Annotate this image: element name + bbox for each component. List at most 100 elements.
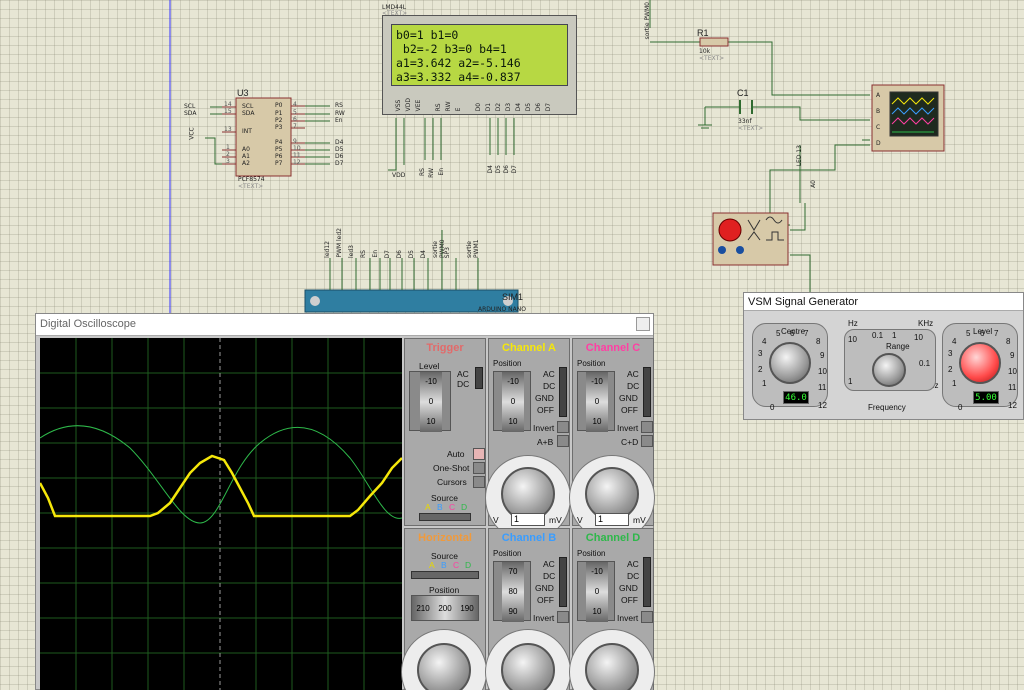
channel-c-value[interactable]: 1 [595, 513, 629, 526]
level-dial: Level 5.00 [942, 323, 1018, 407]
channel-c-panel: Channel C Position -10 0 10 AC DC GND OF… [569, 338, 655, 541]
channel-c-unit-v: V [577, 515, 583, 525]
channel-a-volts-knob[interactable] [501, 467, 555, 521]
u3-pin-p0: P0 [275, 102, 283, 109]
trigger-source-a: A [425, 502, 431, 512]
channel-c-couple-switch[interactable] [643, 367, 651, 417]
range-unit-khz: KHz [918, 319, 934, 328]
oscilloscope-window[interactable]: Digital Oscilloscope Trigger Level -10 0… [35, 313, 655, 690]
channel-b-tick-70: 70 [508, 567, 518, 576]
lcd-pin-d0: D0 [475, 102, 482, 112]
net-led13: LED 13 [796, 145, 803, 167]
lcd-line-2: b2=-2 b3=0 b4=1 [396, 42, 507, 56]
horizontal-position-slider[interactable]: 210 200 190 [411, 595, 479, 621]
close-button[interactable] [636, 317, 650, 331]
centre-knob[interactable] [769, 342, 811, 384]
u3-pin-p3: P3 [275, 124, 283, 131]
centre-scale-7: 7 [804, 329, 809, 338]
oscilloscope-screen[interactable] [40, 338, 402, 690]
net-d5-ard: D5 [408, 249, 415, 258]
channel-b-volts-knob[interactable] [501, 643, 555, 690]
level-scale-7: 7 [994, 329, 999, 338]
level-scale-12: 12 [1008, 401, 1017, 410]
channel-c-position-slider[interactable]: -10 0 10 [577, 371, 615, 432]
trigger-mode-auto: Auto [447, 449, 465, 459]
one-shot-button[interactable] [473, 462, 485, 474]
range-value-0-1-mhz: 0.1 [919, 359, 931, 368]
net-sortie-pwm0-ard: sortie PWM0 [432, 239, 446, 258]
trigger-source-c: C [449, 502, 456, 512]
cursors-button[interactable] [473, 476, 485, 488]
lcd-pin-d2: D2 [495, 102, 502, 112]
channel-d-dc: DC [627, 571, 640, 581]
level-value: 5.00 [973, 391, 999, 404]
trigger-source-slider[interactable] [419, 513, 471, 521]
trigger-level-slider[interactable]: -10 0 10 [409, 371, 451, 432]
net-a0: A0 [810, 180, 817, 188]
oscilloscope-titlebar[interactable]: Digital Oscilloscope [36, 314, 653, 336]
signal-generator-window[interactable]: VSM Signal Generator Centre 46.0 0 1 2 3… [743, 292, 1024, 420]
net-led3: led3 [348, 245, 355, 258]
channel-a-value[interactable]: 1 [511, 513, 545, 526]
channel-b-invert-label: Invert [533, 613, 555, 623]
channel-c-invert-button[interactable] [641, 421, 653, 433]
channel-a-combine-button[interactable] [557, 435, 569, 447]
channel-d-couple-switch[interactable] [643, 557, 651, 607]
channel-b-couple-switch[interactable] [559, 557, 567, 607]
u3-num-6: 6 [293, 116, 297, 123]
net-en-ard: En [372, 250, 379, 258]
signal-generator-titlebar[interactable]: VSM Signal Generator [744, 293, 1023, 311]
channel-d-invert-label: Invert [617, 613, 639, 623]
trigger-couple-switch[interactable] [475, 367, 483, 389]
lcd-pin-vee: VEE [415, 99, 422, 112]
channel-c-off: OFF [621, 405, 638, 415]
u3-pin-p1: P1 [275, 110, 283, 117]
trigger-mode-cursors: Cursors [437, 477, 467, 487]
lcd-pin-e: E [455, 107, 462, 112]
net-sp3: SP3 [444, 246, 451, 258]
channel-a-invert-button[interactable] [557, 421, 569, 433]
r1-text: <TEXT> [699, 55, 725, 62]
scope-in-a: A [876, 92, 881, 99]
horizontal-time-knob[interactable] [417, 643, 471, 690]
u3-num-4: 4 [293, 101, 297, 108]
horizontal-panel: Horizontal Source A B C D Position 210 2… [401, 528, 487, 690]
u3-num-3: 3 [226, 158, 230, 165]
trigger-source-d: D [461, 502, 468, 512]
arduino-net-labels: led12 PWM led2 led3 RS En D7 D6 D5 D4 so… [324, 228, 480, 258]
lcd-text: <TEXT> [382, 10, 408, 17]
trigger-ac-label: AC [457, 369, 469, 379]
channel-a-position-slider[interactable]: -10 0 10 [493, 371, 531, 432]
lcd-screen: b0=1 b1=0 b2=-2 b3=0 b4=1 a1=3.642 a2=-5… [391, 24, 568, 86]
horizontal-source-slider[interactable] [411, 571, 479, 579]
channel-d-invert-button[interactable] [641, 611, 653, 623]
channel-c-title: Channel C [585, 342, 641, 354]
range-knob[interactable] [872, 353, 906, 387]
range-value-1-low: 1 [848, 377, 853, 386]
lcd-display[interactable]: b0=1 b1=0 b2=-2 b3=0 b4=1 a1=3.642 a2=-5… [382, 15, 577, 115]
lcd-pin-d5: D5 [525, 102, 532, 112]
channel-d-position-slider[interactable]: -10 0 10 [577, 561, 615, 622]
net-d6-bottom: D6 [503, 165, 510, 174]
level-knob[interactable] [959, 342, 1001, 384]
range-value-10-khz: 10 [914, 333, 923, 342]
centre-scale-8: 8 [816, 337, 821, 346]
channel-c-unit-mv: mV [633, 515, 646, 525]
channel-b-invert-button[interactable] [557, 611, 569, 623]
lcd-line-4: a3=3.332 a4=-0.837 [396, 70, 521, 84]
auto-button[interactable] [473, 448, 485, 460]
lcd-ref: LMD44L [382, 4, 407, 11]
range-value-10: 10 [848, 335, 857, 344]
centre-scale-0: 0 [770, 403, 775, 412]
net-pwm-led2: PWM led2 [336, 228, 343, 258]
channel-d-volts-knob[interactable] [585, 643, 639, 690]
trigger-tick-0: 0 [428, 397, 434, 406]
level-scale-6: 6 [980, 329, 985, 338]
scope-in-c: C [876, 124, 881, 131]
channel-c-combine-button[interactable] [641, 435, 653, 447]
net-d4-ard: D4 [420, 249, 427, 258]
channel-a-couple-switch[interactable] [559, 367, 567, 417]
channel-b-position-slider[interactable]: 70 80 90 [493, 561, 531, 622]
u3-num-15: 15 [224, 108, 232, 115]
